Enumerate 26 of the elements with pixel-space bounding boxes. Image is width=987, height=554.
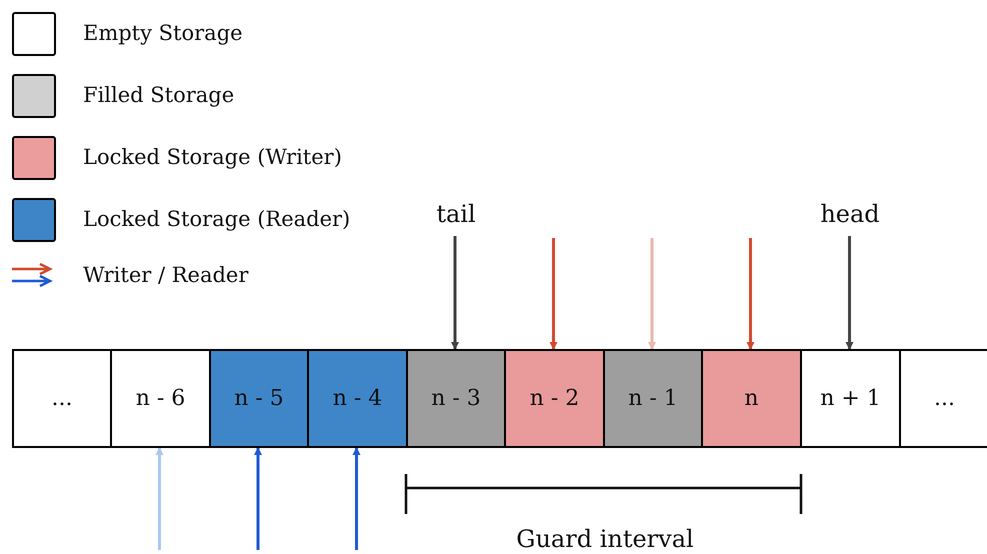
legend-label: Locked Storage (Reader) — [83, 206, 350, 234]
arrow — [352, 447, 360, 550]
arrow — [451, 236, 459, 350]
legend-label: Filled Storage — [83, 82, 234, 110]
storage-cell: n + 1 — [800, 349, 901, 448]
legend-label: Empty Storage — [83, 20, 243, 48]
pointer-label: tail — [416, 196, 496, 232]
storage-cell: n - 4 — [307, 349, 408, 448]
storage-cell: n - 6 — [110, 349, 211, 448]
storage-cell: ... — [12, 349, 112, 448]
arrow — [846, 236, 854, 350]
arrow — [746, 238, 754, 350]
storage-cell: n - 1 — [603, 349, 703, 448]
pointer-label: head — [810, 196, 890, 232]
storage-cell: n - 5 — [209, 349, 309, 448]
arrow — [156, 447, 164, 550]
storage-cell: ... — [899, 349, 987, 448]
legend-label: Writer / Reader — [83, 262, 248, 289]
storage-cell: n - 2 — [504, 349, 605, 448]
arrow — [648, 238, 656, 350]
arrow — [254, 447, 262, 550]
legend-label: Locked Storage (Writer) — [83, 144, 342, 172]
interval-label: Guard interval — [515, 527, 695, 551]
storage-cell: n - 3 — [406, 349, 506, 448]
arrow — [550, 238, 558, 350]
storage-cell: n — [701, 349, 802, 448]
